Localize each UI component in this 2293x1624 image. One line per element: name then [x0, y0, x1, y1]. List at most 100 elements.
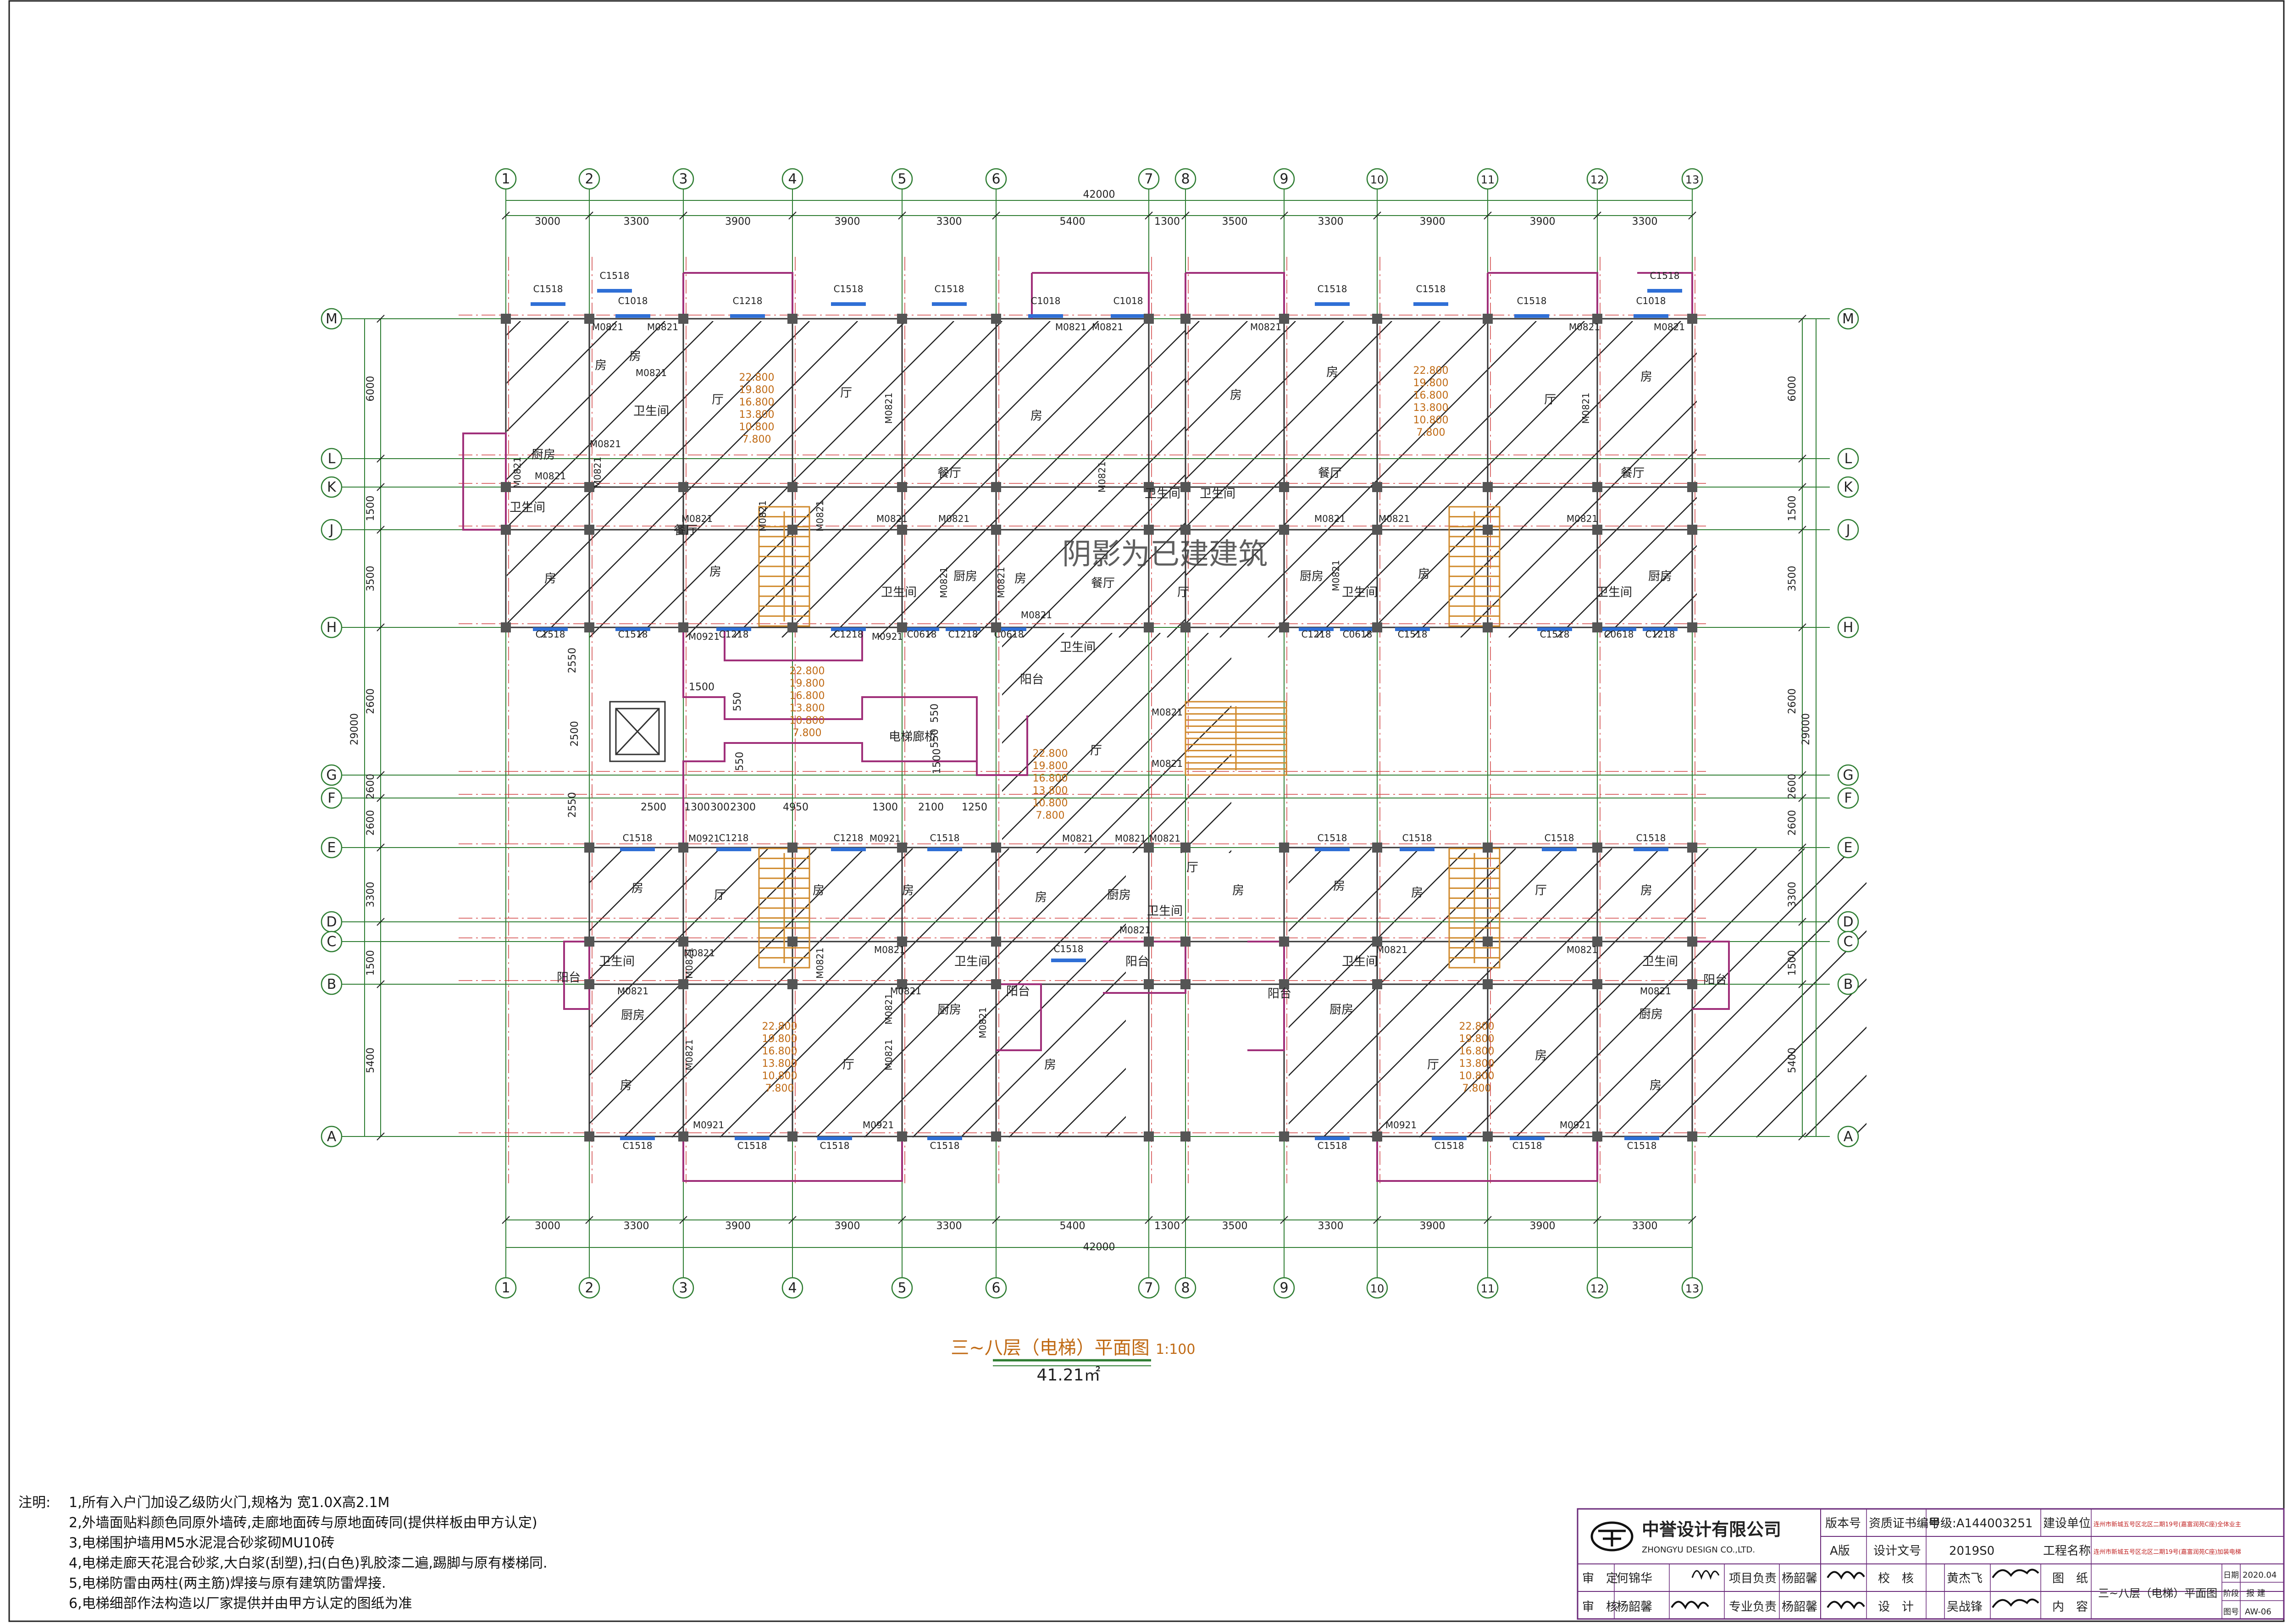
dim-tick — [1145, 1216, 1153, 1224]
hatch-line — [1804, 1075, 1867, 1137]
room-label: 阳台 — [1006, 985, 1030, 998]
hatch-line — [1316, 321, 1633, 637]
dim-label: 2600 — [1787, 774, 1798, 799]
hatch-line — [685, 321, 1002, 637]
hatch-line — [1470, 633, 1690, 853]
window-label: C1518 — [1398, 629, 1428, 640]
grid-bubble — [1477, 168, 1499, 190]
hatch-line — [507, 321, 617, 432]
dim-label: 6000 — [1787, 376, 1798, 402]
dim-tick — [898, 211, 906, 220]
dim-total-label: 29000 — [349, 713, 360, 745]
column — [1592, 314, 1602, 324]
window-label: C1518 — [1318, 1140, 1347, 1151]
grid-bubble-label: L — [328, 451, 336, 467]
window-label: C1518 — [623, 832, 653, 843]
hatch-line — [0, 848, 238, 1137]
grid-bubble — [1837, 476, 1859, 498]
bridge-segment — [1247, 941, 1285, 1051]
hatch-line — [1846, 321, 2162, 637]
room-label: 餐厅 — [1318, 466, 1342, 480]
grid-bubble — [1477, 1277, 1499, 1299]
dim-label: 3300 — [1632, 216, 1658, 227]
column — [897, 937, 907, 947]
column — [1144, 482, 1154, 492]
dim-tick — [679, 211, 687, 220]
window-label: C1518 — [1545, 832, 1574, 843]
signature-review — [1671, 1601, 1709, 1610]
grid-bubble — [321, 837, 343, 859]
grid-bubble — [321, 1125, 343, 1147]
hatch-line — [1070, 522, 1185, 637]
window-label: C1518 — [930, 1140, 960, 1151]
door-label: M0821 — [1580, 393, 1591, 424]
dim-label: 1500 — [365, 496, 377, 521]
column — [1279, 525, 1289, 535]
door-label: M0921 — [688, 833, 720, 844]
column — [787, 314, 798, 324]
room-label: 房 — [595, 359, 607, 372]
grid-bubble-label: J — [329, 522, 334, 538]
dim-label: 2600 — [1787, 810, 1798, 836]
window-label: C1518 — [930, 832, 960, 843]
grid-bubble-label: 13 — [1685, 173, 1700, 186]
bridge-segment — [1487, 272, 1598, 319]
design-doc-value: 2019S0 — [1949, 1544, 1994, 1558]
dim-tick — [377, 526, 385, 534]
hatch-line — [1323, 848, 1612, 1137]
dim-tick — [377, 918, 385, 926]
hatch-line — [1518, 633, 1738, 853]
column — [787, 525, 798, 535]
window-label: C1518 — [618, 629, 648, 640]
window-mark — [1634, 314, 1668, 318]
grid-bubble-label: 5 — [897, 171, 906, 187]
room-label: 厅 — [840, 386, 852, 400]
hatch-line — [1229, 850, 1231, 853]
sheet-label: 图 纸 — [2052, 1572, 2088, 1585]
window-label: C1218 — [1645, 629, 1675, 640]
dim-label: 3300 — [624, 1220, 649, 1232]
hatch-line — [541, 321, 858, 637]
grid-bubble — [1837, 931, 1859, 953]
column — [1372, 979, 1382, 989]
column — [1372, 937, 1382, 947]
dim-tick — [377, 315, 385, 323]
door-label: M0821 — [1097, 461, 1108, 493]
hatch-line — [142, 848, 431, 1137]
hatch-line — [0, 321, 280, 637]
door-label: M0821 — [1567, 944, 1598, 955]
wall-outline — [1185, 318, 1693, 628]
window-mark — [831, 302, 866, 306]
hatch-line — [1566, 633, 1786, 853]
door-label: M0821 — [883, 1039, 894, 1070]
stage-value: 报 建 — [2246, 1589, 2265, 1598]
column — [1279, 622, 1289, 632]
column — [1372, 842, 1382, 853]
column — [1180, 622, 1191, 632]
room-label: 阳台 — [1703, 973, 1727, 987]
room-label: 厅 — [1186, 861, 1198, 875]
hatch-line — [589, 848, 624, 884]
grid-bubble — [1174, 168, 1196, 190]
grid-bubble — [1273, 1277, 1295, 1299]
dim-label: 3500 — [1787, 566, 1798, 592]
lead-label: 专业负责 — [1729, 1600, 1777, 1614]
dim-label: 3900 — [1530, 216, 1556, 227]
date-value: 2020.04 — [2243, 1570, 2276, 1580]
grid-bubble-label: 3 — [679, 1280, 687, 1296]
hatch-line — [1660, 930, 1867, 1137]
dim-tick — [502, 1216, 510, 1224]
grid-bubble-label: E — [1844, 840, 1853, 856]
hatch-line — [637, 321, 954, 637]
design-label: 设 计 — [1878, 1600, 1914, 1614]
level-label: 7.800 — [1462, 1083, 1491, 1094]
bridge-segment — [682, 1136, 903, 1182]
grid-bubble-label: B — [327, 976, 337, 992]
room-label: 卫生间 — [1342, 955, 1378, 969]
hatch-line — [974, 426, 1185, 637]
window-mark — [1315, 1136, 1350, 1140]
level-label: 10.800 — [762, 1070, 798, 1082]
hatch-line — [1612, 882, 1867, 1137]
window-mark — [831, 627, 866, 631]
